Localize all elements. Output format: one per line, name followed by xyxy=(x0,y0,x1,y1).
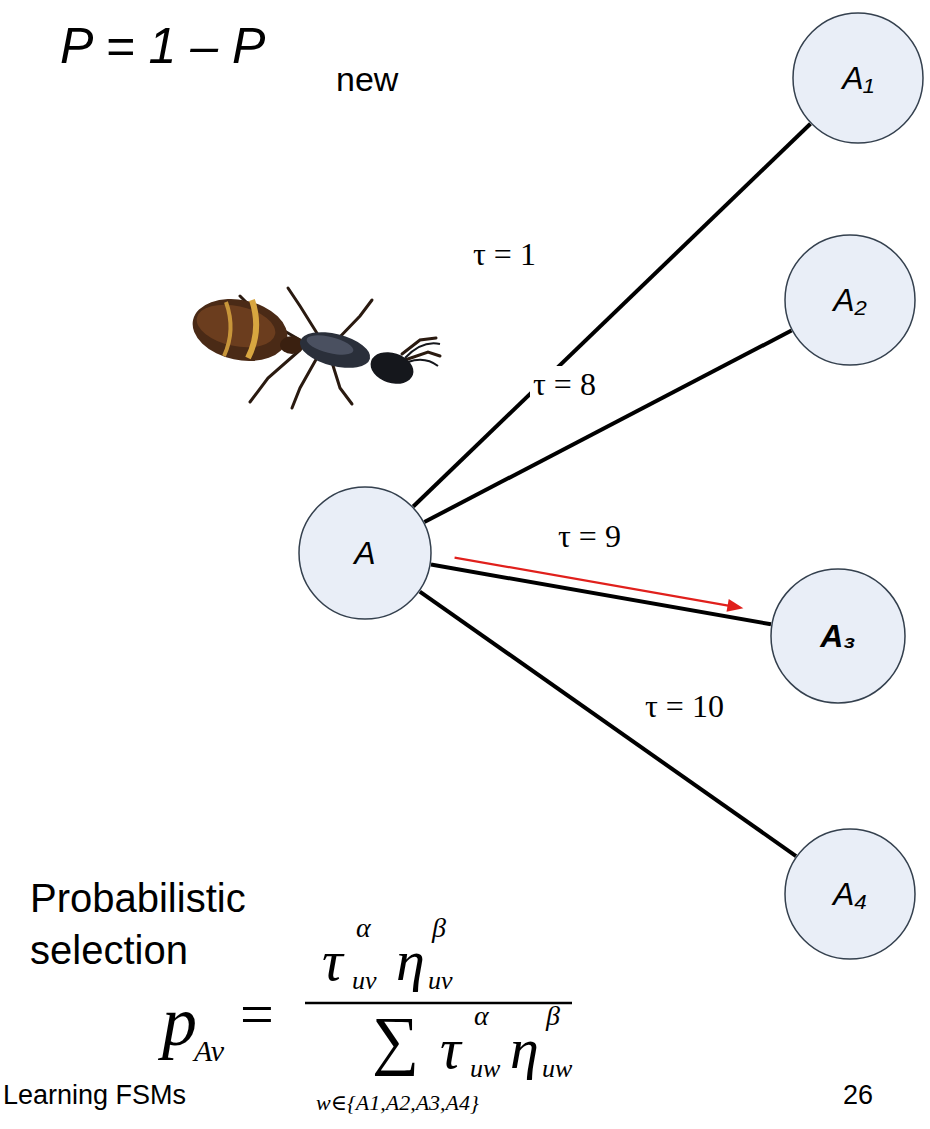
ant-illustration xyxy=(187,288,440,408)
math-operator: ∑ xyxy=(372,1002,419,1078)
state-name: A xyxy=(354,535,375,572)
fraction-bar xyxy=(305,1002,572,1005)
connector-line xyxy=(424,331,791,522)
math-subscript: uw xyxy=(542,1054,572,1084)
math-subscript: uv xyxy=(352,966,377,996)
math-symbol: η xyxy=(510,1016,539,1083)
math-symbol: η xyxy=(396,928,425,995)
pheromone-label: τ = 10 xyxy=(642,688,727,725)
transition-line xyxy=(420,592,796,857)
math-subscript: uv xyxy=(428,966,453,996)
connector-line xyxy=(455,558,730,606)
connector-line xyxy=(420,592,796,857)
pheromone-label: τ = 1 xyxy=(470,236,539,273)
arrowhead xyxy=(726,599,743,612)
math-subscript: uw xyxy=(470,1054,500,1084)
math-symbol: p xyxy=(162,982,197,1063)
transition-line xyxy=(413,124,810,507)
state-name: A₄ xyxy=(833,876,867,913)
circle-shape xyxy=(299,487,431,619)
selection-arrow xyxy=(455,558,744,612)
state-name: A₃ xyxy=(820,618,856,655)
footer-text: Learning FSMs xyxy=(3,1080,186,1111)
math-symbol: τ xyxy=(440,1016,461,1083)
connector-line xyxy=(413,124,810,507)
state-circle: A₄ xyxy=(784,828,916,960)
caption-text: Probabilistic selection xyxy=(30,872,300,976)
subscript-text: new xyxy=(336,60,398,99)
page-number: 26 xyxy=(843,1080,873,1111)
math-operator: = xyxy=(240,980,274,1049)
transition-line xyxy=(431,565,771,625)
circle-shape xyxy=(785,235,915,365)
math-subscript: Av xyxy=(194,1034,224,1069)
state-circle: A₁ xyxy=(792,12,924,144)
state-name: A₁ xyxy=(842,60,873,97)
circle-shape xyxy=(785,829,915,959)
math-superscript: β xyxy=(546,1000,560,1032)
math-superscript: β xyxy=(432,912,446,944)
math-subscript: w∈{A1,A2,A3,A4} xyxy=(316,1090,479,1115)
math-superscript: α xyxy=(474,1000,489,1032)
transition-line xyxy=(424,331,791,522)
formula-text: P = 1 – P xyxy=(60,18,265,76)
circle-shape xyxy=(771,569,905,703)
state-circle: A xyxy=(298,486,432,620)
state-circle: A₃ xyxy=(770,568,906,704)
pheromone-label: τ = 8 xyxy=(530,366,599,403)
state-name: A₂ xyxy=(833,282,867,319)
math-symbol: τ xyxy=(322,928,343,995)
pheromone-label: τ = 9 xyxy=(555,518,624,555)
circle-shape xyxy=(793,13,923,143)
connector-line xyxy=(431,565,771,625)
math-superscript: α xyxy=(356,912,371,944)
state-circle: A₂ xyxy=(784,234,916,366)
